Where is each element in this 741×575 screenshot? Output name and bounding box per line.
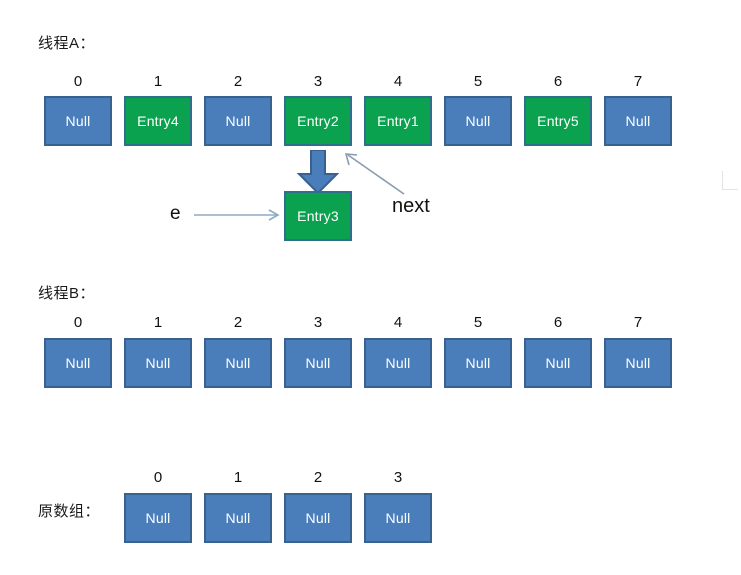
bucket-cell-a-2[interactable]: Null [204, 96, 272, 146]
index-label-a-4: 4 [393, 73, 403, 90]
page-corner-artifact [722, 171, 738, 190]
index-row-thread-b: 0 1 2 3 4 5 6 7 [44, 313, 672, 333]
bucket-row-thread-b: Null Null Null Null Null Null Null Null [44, 338, 672, 388]
bucket-cell-a-6[interactable]: Entry5 [524, 96, 592, 146]
index-label-a-3: 3 [313, 73, 323, 90]
block-down-arrow-icon [297, 150, 339, 194]
bucket-row-thread-a: Null Entry4 Null Entry2 Entry1 Null Entr… [44, 96, 672, 146]
index-label-b-6: 6 [553, 314, 563, 331]
index-label-c-0: 0 [153, 469, 163, 486]
index-label-c-1: 1 [233, 469, 243, 486]
index-label-a-1: 1 [153, 73, 163, 90]
bucket-cell-c-3[interactable]: Null [364, 493, 432, 543]
section-label-original-array: 原数组： [38, 503, 101, 520]
bucket-cell-b-3[interactable]: Null [284, 338, 352, 388]
index-row-thread-a: 0 1 2 3 4 5 6 7 [44, 72, 672, 92]
bucket-cell-a-0[interactable]: Null [44, 96, 112, 146]
index-label-b-1: 1 [153, 314, 163, 331]
bucket-cell-b-4[interactable]: Null [364, 338, 432, 388]
section-label-thread-b: 线程B： [38, 285, 96, 302]
index-label-b-3: 3 [313, 314, 323, 331]
index-label-c-3: 3 [393, 469, 403, 486]
bucket-cell-c-1[interactable]: Null [204, 493, 272, 543]
bucket-cell-b-1[interactable]: Null [124, 338, 192, 388]
index-label-a-7: 7 [633, 73, 643, 90]
bucket-cell-a-3[interactable]: Entry2 [284, 96, 352, 146]
index-row-original-array: 0 1 2 3 [124, 468, 432, 488]
bucket-cell-a-1[interactable]: Entry4 [124, 96, 192, 146]
index-label-a-0: 0 [73, 73, 83, 90]
bucket-cell-c-2[interactable]: Null [284, 493, 352, 543]
index-label-b-2: 2 [233, 314, 243, 331]
section-label-thread-a: 线程A： [38, 35, 96, 52]
bucket-cell-b-7[interactable]: Null [604, 338, 672, 388]
thin-right-arrow-icon [194, 209, 280, 221]
index-label-a-5: 5 [473, 73, 483, 90]
thin-diagonal-arrow-icon [344, 153, 405, 195]
bucket-cell-a-5[interactable]: Null [444, 96, 512, 146]
index-label-b-4: 4 [393, 314, 403, 331]
bucket-cell-a-4[interactable]: Entry1 [364, 96, 432, 146]
bucket-cell-b-2[interactable]: Null [204, 338, 272, 388]
index-label-b-5: 5 [473, 314, 483, 331]
bucket-cell-c-0[interactable]: Null [124, 493, 192, 543]
pointer-label-next: next [392, 195, 430, 217]
index-label-a-6: 6 [553, 73, 563, 90]
bucket-cell-a-7[interactable]: Null [604, 96, 672, 146]
index-label-b-0: 0 [73, 314, 83, 331]
bucket-row-original-array: Null Null Null Null [124, 493, 432, 543]
detached-node-entry3[interactable]: Entry3 [284, 191, 352, 241]
bucket-cell-b-5[interactable]: Null [444, 338, 512, 388]
index-label-b-7: 7 [633, 314, 643, 331]
pointer-label-e: e [170, 203, 181, 224]
bucket-cell-b-0[interactable]: Null [44, 338, 112, 388]
bucket-cell-b-6[interactable]: Null [524, 338, 592, 388]
index-label-c-2: 2 [313, 469, 323, 486]
index-label-a-2: 2 [233, 73, 243, 90]
